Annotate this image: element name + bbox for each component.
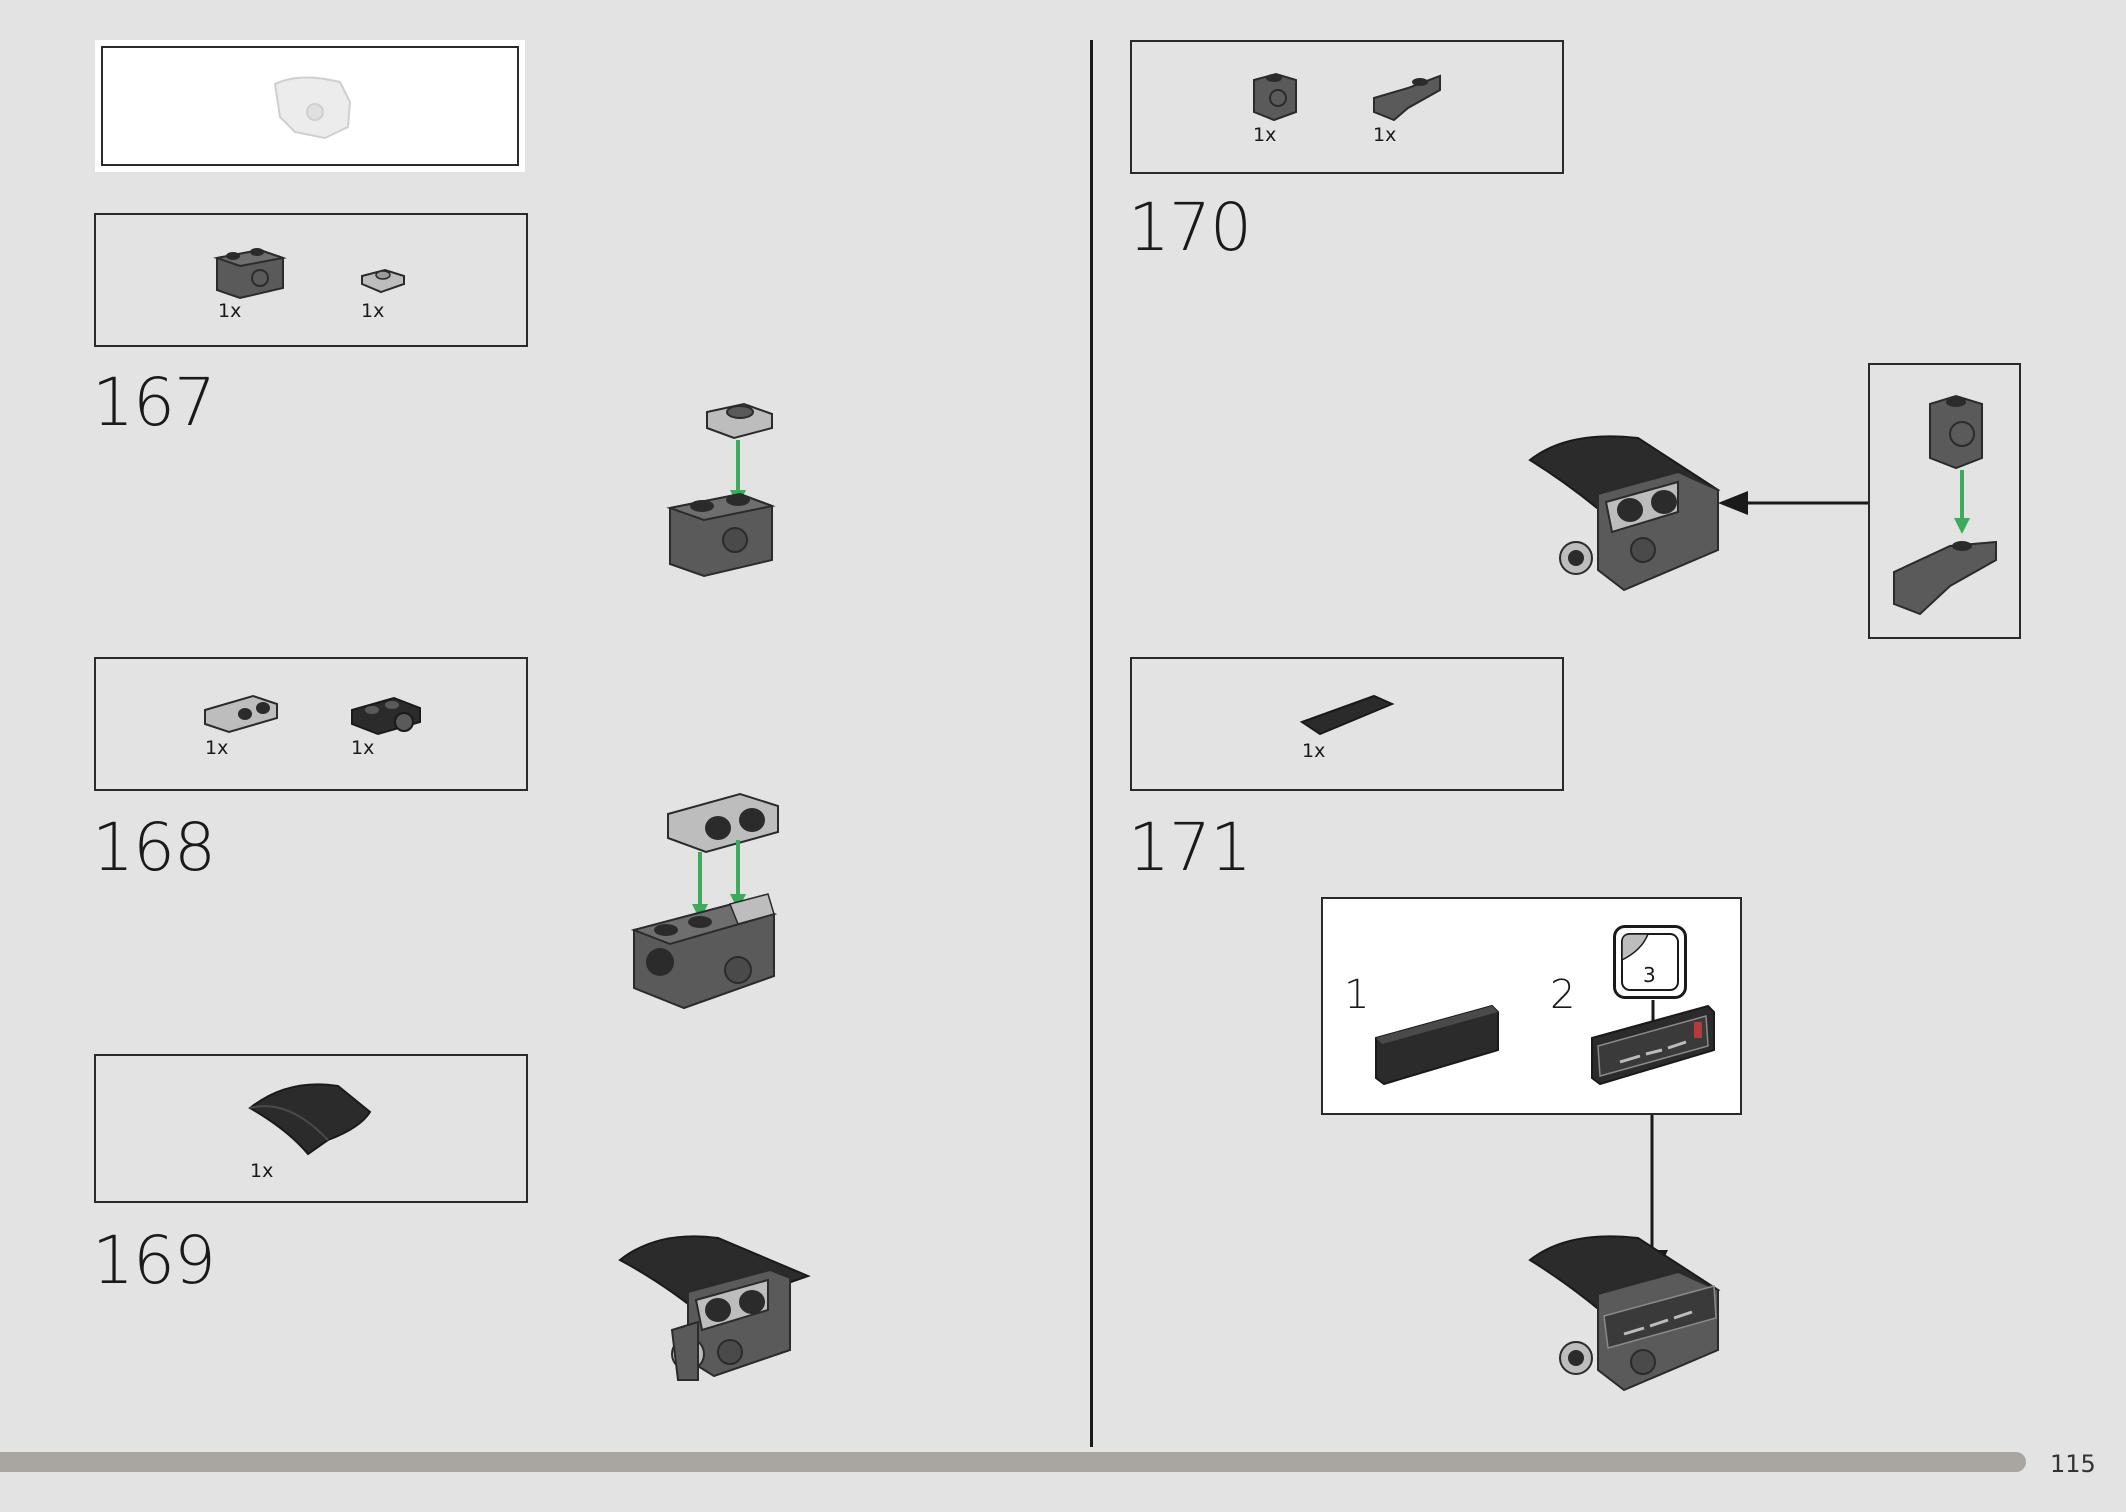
submodel-preview-icon <box>273 76 352 140</box>
step-170-part-2-qty: 1x <box>1373 124 1397 146</box>
bracket-plate-icon <box>204 694 278 734</box>
technic-brick-1x1-icon <box>1253 72 1297 122</box>
sub-step-1-number: 1 <box>1344 972 1370 1018</box>
step-170-number: 170 <box>1128 189 1252 266</box>
step-167-part-2-qty: 1x <box>361 300 385 322</box>
plate-1x1-icon <box>361 268 405 294</box>
sub-step-2-number: 2 <box>1550 972 1576 1018</box>
step-167-part-1-qty: 1x <box>218 300 242 322</box>
progress-bar <box>0 1452 2026 1472</box>
sub-step-1-tile-illustration <box>1375 1004 1499 1086</box>
step-170-part-1-qty: 1x <box>1253 124 1277 146</box>
submodel-preview-frame <box>95 40 525 172</box>
step-168-part-2-qty: 1x <box>351 737 375 759</box>
step-170-callout-illustration <box>1893 394 1997 616</box>
step-171-part-1-qty: 1x <box>1302 740 1326 762</box>
step-169-number: 169 <box>92 1222 216 1299</box>
curved-slope-icon <box>248 1083 372 1156</box>
plate-with-pin-hole-icon <box>351 696 421 736</box>
sticker-number: 3 <box>1643 963 1656 987</box>
step-170-black-arrow <box>1718 491 1870 515</box>
step-168-parts-box <box>94 657 528 791</box>
step-169-build-illustration <box>618 1235 811 1381</box>
step-167-build-illustration <box>666 402 776 578</box>
sub-step-2-decorated-tile-illustration <box>1591 1004 1715 1086</box>
tile-1x4-icon <box>1299 694 1395 736</box>
step-167-number: 167 <box>92 364 216 441</box>
technic-brick-1x2-icon <box>213 248 287 300</box>
step-171-number: 171 <box>1128 809 1252 886</box>
step-171-parts-box <box>1130 657 1564 791</box>
step-167-parts-box <box>94 213 528 347</box>
page-number: 115 <box>2050 1450 2096 1478</box>
sticker-peel-icon <box>1621 933 1679 991</box>
step-169-part-1-qty: 1x <box>250 1160 274 1182</box>
step-168-number: 168 <box>92 809 216 886</box>
step-168-build-illustration <box>630 792 779 1010</box>
step-170-parts-box <box>1130 40 1564 174</box>
step-170-build-illustration <box>1528 435 1721 592</box>
page-divider <box>1090 40 1093 1447</box>
step-168-part-1-qty: 1x <box>205 737 229 759</box>
step-171-build-illustration <box>1528 1235 1721 1392</box>
inverted-slope-icon <box>1373 74 1441 122</box>
